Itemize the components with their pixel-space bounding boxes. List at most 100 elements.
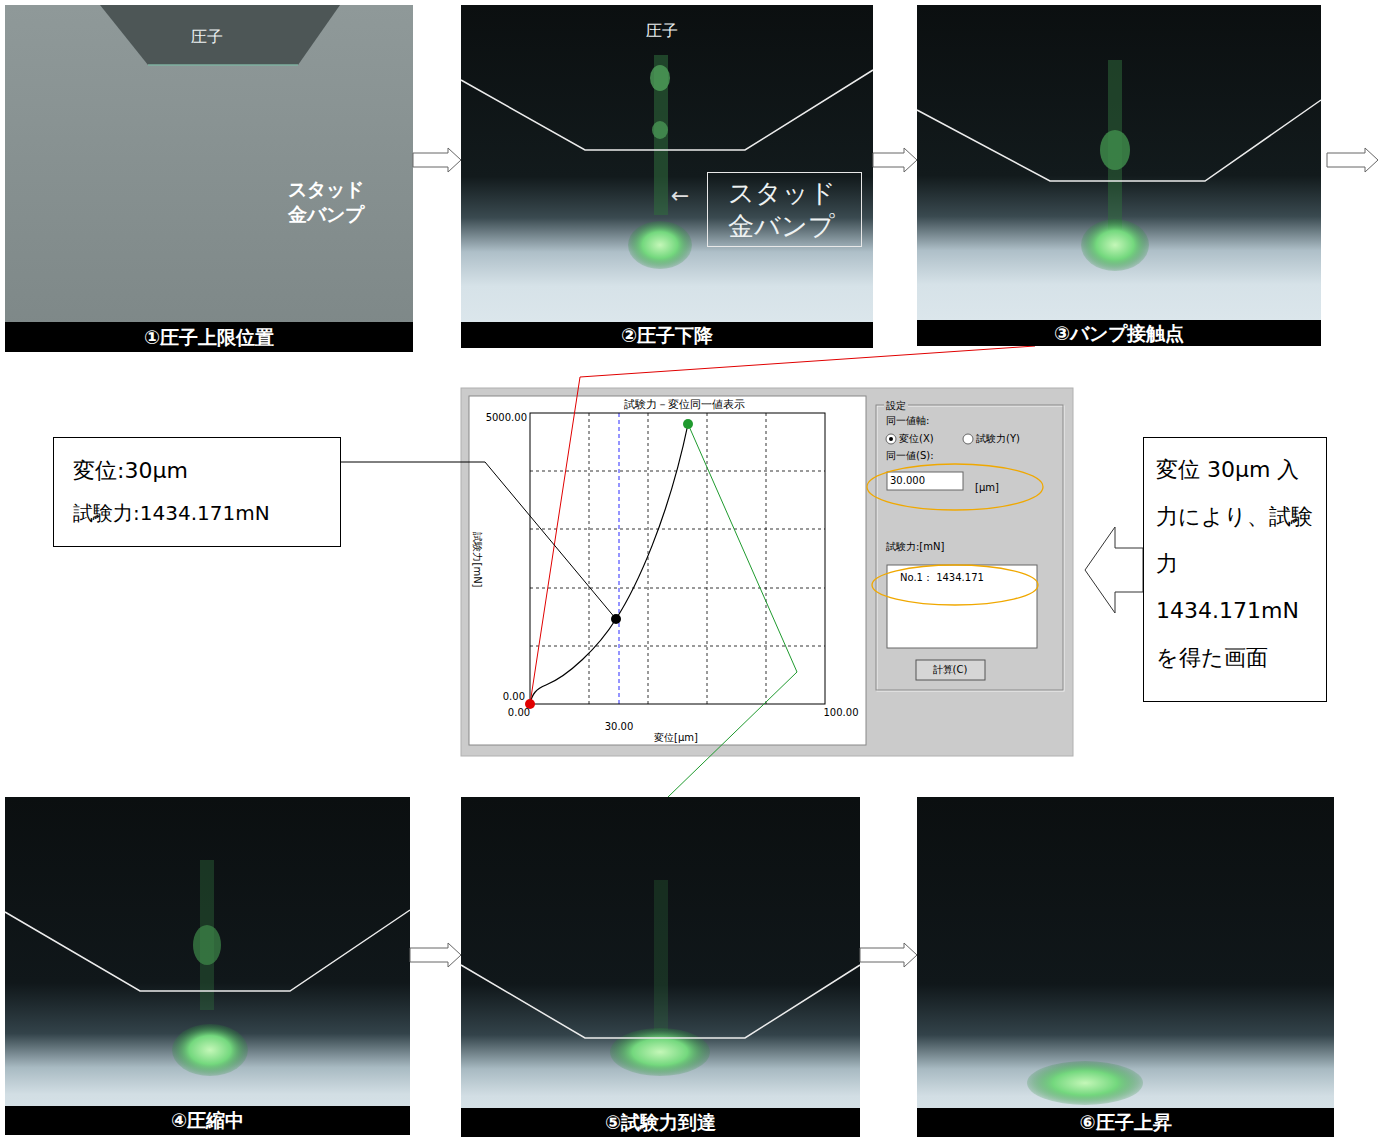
callout-text: 変位:30μm <box>73 450 330 492</box>
input-value: 30.000 <box>890 475 925 487</box>
step-caption: ⑥圧子上昇 <box>917 1108 1334 1137</box>
step-caption: ⑤試験力到達 <box>461 1108 860 1137</box>
pointer-arrow: ← <box>671 183 689 209</box>
grid-line <box>530 529 825 530</box>
step-caption: ④圧縮中 <box>5 1106 410 1135</box>
radio-button <box>963 434 973 444</box>
bump-base <box>610 1028 710 1076</box>
stud-bump <box>654 880 668 1030</box>
step-arrow <box>860 943 917 967</box>
axis-label: 試験力[mN] <box>471 532 483 587</box>
group-box <box>877 406 1064 691</box>
grid-line <box>766 413 767 704</box>
stud-bump <box>652 121 668 139</box>
indenter-label: 圧子 <box>191 27 223 48</box>
photo-ground <box>5 5 413 352</box>
axis-label: 変位[μm] <box>654 732 698 744</box>
photo-panel: 圧子スタッド 金バンプ ①圧子上限位置 <box>5 5 413 352</box>
force-curve <box>530 424 688 704</box>
bump-base <box>172 1024 248 1076</box>
stud-bump <box>1100 130 1130 170</box>
field-label: 同一値軸: <box>886 415 929 427</box>
indenter-outline <box>461 70 873 150</box>
photo-2 <box>461 5 873 348</box>
plot-panel <box>469 396 866 745</box>
photo-panel: 圧子 ②圧子下降 スタッド 金バンプ <box>461 5 873 348</box>
group-title: 設定 <box>884 400 908 412</box>
bump-base <box>1027 1061 1143 1105</box>
photo-ground <box>461 5 873 348</box>
step-arrow <box>873 148 917 172</box>
field-label: 試験力:[mN] <box>886 541 944 553</box>
indenter-label: 圧子 <box>646 21 678 42</box>
tick-label: 5000.00 <box>486 412 527 424</box>
grid-line <box>707 413 708 704</box>
indenter-edge <box>148 64 298 66</box>
radio-label: 試験力(Y) <box>976 433 1020 445</box>
step-arrow <box>413 148 461 172</box>
unit-label: [μm] <box>975 482 999 494</box>
tick-label: 100.00 <box>824 707 859 719</box>
grid-line <box>530 471 825 472</box>
flow-arrow <box>1327 148 1378 172</box>
callout-box: 変位 30μm 入力により、試験力 1434.171mN を得た画面 <box>1143 437 1327 702</box>
photo-panel: ⑥圧子上昇 <box>917 797 1334 1137</box>
list-box <box>887 565 1037 648</box>
photo-ground <box>461 797 860 1137</box>
step-caption: ②圧子下降 <box>461 322 873 348</box>
step-caption: ①圧子上限位置 <box>5 322 413 352</box>
bump-label: スタッド 金バンプ <box>708 173 861 246</box>
highlight-ring <box>872 565 1038 605</box>
photo-5 <box>461 797 860 1137</box>
button <box>916 660 985 680</box>
callout-box: スタッド 金バンプ <box>707 172 862 247</box>
chart-title: 試験力－変位同一値表示 <box>584 397 784 412</box>
photo-ground <box>917 5 1321 346</box>
callout-box: 変位:30μm試験力:1434.171mN <box>53 437 341 547</box>
stud-bump <box>650 65 670 91</box>
grid-line <box>530 588 825 589</box>
leader-line <box>530 346 1035 704</box>
photo-panel: ③バンプ接触点 <box>917 5 1321 346</box>
pointer-arrow <box>1085 527 1143 613</box>
grid-line <box>530 646 825 647</box>
photo-ground <box>5 797 410 1135</box>
indenter-outline <box>461 965 860 1038</box>
photo-panel: ⑤試験力到達 <box>461 797 860 1137</box>
photo-6 <box>917 797 1334 1137</box>
tick-label: 0.00 <box>503 691 525 703</box>
grid-line <box>648 413 649 704</box>
callout-text: 試験力:1434.171mN <box>73 492 330 534</box>
tick-label: 0.00 <box>508 707 530 719</box>
grid <box>530 413 825 704</box>
photo-1 <box>5 5 413 352</box>
radio-dot <box>889 437 893 441</box>
step-arrow <box>410 943 461 967</box>
indenter-outline <box>917 100 1321 181</box>
value-line <box>619 413 620 704</box>
field-label: 同一値(S): <box>886 450 934 462</box>
leader-line <box>341 462 616 619</box>
indenter-shape <box>100 5 340 65</box>
indenter-outline <box>5 910 410 991</box>
stud-bump <box>193 925 221 965</box>
group-box <box>876 405 1063 690</box>
result-value: No.1： 1434.171 <box>900 572 984 584</box>
bump-label: スタッド 金バンプ <box>288 177 375 226</box>
photo-ground <box>917 797 1334 1137</box>
callout-text: 変位 30μm 入力により、試験力 1434.171mN を得た画面 <box>1156 446 1316 681</box>
grid-line <box>589 413 590 704</box>
button-label: 計算(C) <box>933 664 968 676</box>
radio-button <box>886 434 896 444</box>
photo-panel: ④圧縮中 <box>5 797 410 1135</box>
highlight-ring <box>867 464 1043 510</box>
radio-label: 変位(X) <box>899 433 934 445</box>
bump-base <box>1081 219 1149 271</box>
plot-frame <box>530 413 825 704</box>
input-box <box>887 472 963 490</box>
tick-label: 30.00 <box>605 721 634 733</box>
photo-3 <box>917 5 1321 346</box>
step-caption: ③バンプ接触点 <box>917 320 1321 346</box>
photo-4 <box>5 797 410 1135</box>
